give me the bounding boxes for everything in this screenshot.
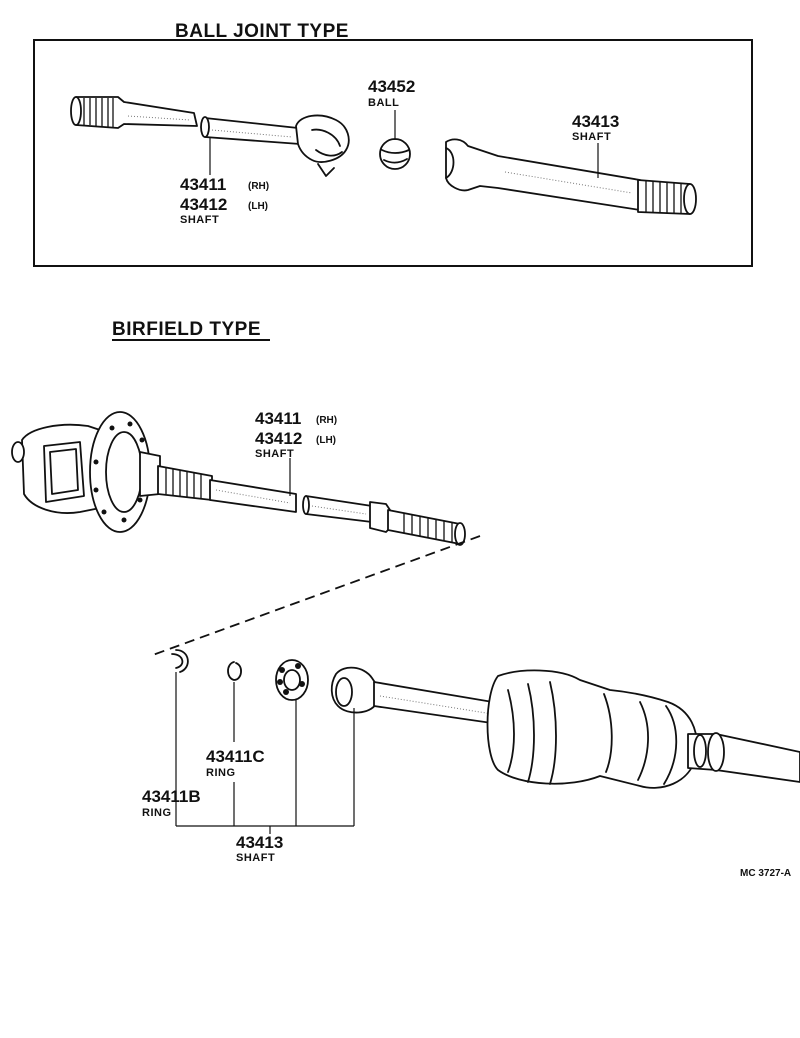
- bf-inner-shaft-number-rh: 43411: [255, 409, 301, 428]
- ball-joint-frame: [33, 39, 753, 267]
- ring-b-name: RING: [142, 807, 172, 819]
- bj-inner-shaft-number-lh: 43412: [180, 195, 227, 214]
- ring-c-number: 43411C: [206, 747, 265, 766]
- ring-b-drawing: [171, 649, 189, 673]
- bj-inner-shaft-name: SHAFT: [180, 214, 219, 226]
- bj-outer-shaft-number: 43413: [572, 112, 619, 131]
- bf-inner-shaft-rh: (RH): [316, 415, 337, 426]
- ring-c-drawing: [227, 661, 242, 681]
- ball-part-number: 43452: [368, 77, 415, 96]
- birfield-title: BIRFIELD TYPE: [112, 319, 261, 340]
- birfield-outer-shaft-drawing: [330, 666, 800, 789]
- ball-joint-title: BALL JOINT TYPE: [175, 21, 349, 42]
- ball-joint-inner-shaft-drawing: [200, 114, 350, 177]
- bf-outer-shaft-number: 43413: [236, 833, 283, 852]
- alignment-dashed-line: [149, 535, 481, 657]
- ball-joint-left-shaft-drawing: [70, 96, 198, 129]
- birfield-inner-shaft-drawing: [157, 465, 466, 546]
- ball-drawing: [379, 138, 411, 170]
- bf-outer-shaft-name: SHAFT: [236, 852, 275, 864]
- bf-inner-shaft-number-lh: 43412: [255, 429, 302, 448]
- bj-inner-shaft-lh: (LH): [248, 201, 268, 212]
- ring-c-name: RING: [206, 767, 236, 779]
- differential-drawing: [11, 411, 161, 533]
- bj-outer-shaft-name: SHAFT: [572, 131, 611, 143]
- ring-b-number: 43411B: [142, 787, 201, 806]
- ball-part-name: BALL: [368, 97, 399, 109]
- bf-inner-shaft-lh: (LH): [316, 435, 336, 446]
- bj-inner-shaft-number-rh: 43411: [180, 175, 226, 194]
- drawing-code: MC 3727-A: [740, 868, 791, 879]
- bf-inner-shaft-name: SHAFT: [255, 448, 294, 460]
- bearing-drawing: [275, 659, 309, 701]
- bj-inner-shaft-rh: (RH): [248, 181, 269, 192]
- ball-joint-outer-shaft-drawing: [445, 138, 697, 215]
